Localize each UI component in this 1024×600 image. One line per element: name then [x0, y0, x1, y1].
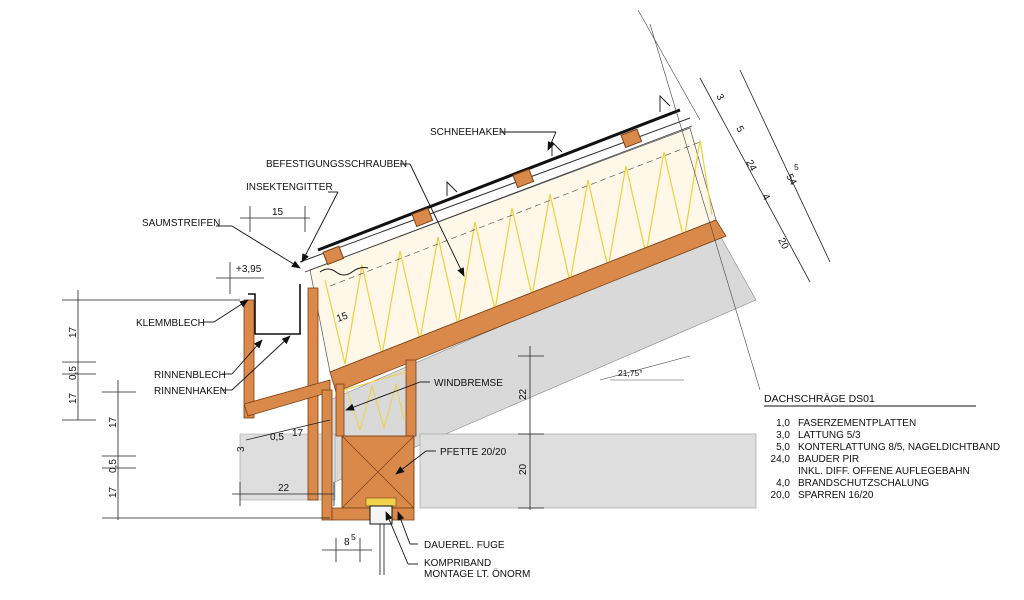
dim-22-h: 22 — [278, 483, 290, 494]
legend-layer: BAUDER PIR — [798, 454, 859, 465]
left-dim-0-5-bot: 0,5 — [108, 459, 119, 473]
legend-list: 1,0 FASERZEMENTPLATTEN 3,0 LATTUNG 5/3 5… — [771, 418, 1001, 501]
label-klemmblech: KLEMMBLECH — [136, 318, 205, 329]
dim-17: 17 — [292, 428, 304, 439]
wall-post — [405, 359, 417, 437]
gutter-sheet — [248, 284, 301, 335]
eave-post — [321, 389, 333, 521]
dim-22-v: 22 — [518, 388, 529, 400]
gutter-board-vertical — [243, 299, 255, 419]
legend-layer: SPARREN 16/20 — [798, 490, 874, 501]
slope-dim-total-sup: 5 — [794, 162, 799, 172]
label-insektengitter: INSEKTENGITTER — [246, 182, 333, 193]
roofing-sheet — [317, 108, 681, 252]
legend-thickness: 1,0 — [776, 418, 790, 429]
insect-mesh — [319, 267, 369, 276]
left-dim-17-top: 17 — [68, 326, 79, 338]
slope-dim-24: 24 — [743, 158, 758, 173]
label-befestigungsschrauben: BEFESTIGUNGSSCHRAUBEN — [266, 159, 407, 170]
label-schneehaken: SCHNEEHAKEN — [430, 127, 506, 138]
slope-dim-5: 5 — [733, 124, 746, 134]
legend-title: DACHSCHRÄGE DS01 — [764, 393, 875, 405]
dim-0-5: 0,5 — [270, 432, 284, 443]
label-rinnenhaken: RINNENHAKEN — [154, 386, 227, 397]
dim-8: 8 — [344, 537, 350, 548]
slope-dim-4: 4 — [759, 192, 772, 202]
dim-15-top: 15 — [272, 207, 284, 218]
label-rinnenblech: RINNENBLECH — [154, 370, 226, 381]
slope-dim-3: 3 — [713, 92, 726, 102]
insulation-zigzag — [324, 139, 713, 365]
wall-post-2 — [335, 383, 345, 437]
label-saumstreifen: SAUMSTREIFEN — [142, 218, 220, 229]
label-montage: MONTAGE LT. ÖNORM — [424, 568, 530, 580]
dim-angle: 21,75° — [618, 368, 643, 378]
label-kompriband: KOMPRIBAND — [424, 558, 491, 569]
left-dim-17b-top: 17 — [68, 392, 79, 404]
left-dim-0-5-top: 0,5 — [68, 366, 79, 380]
legend-layer: FASERZEMENTPLATTEN — [798, 418, 916, 429]
legend-layer: LATTUNG 5/3 — [798, 430, 861, 441]
legend-thickness: 4,0 — [776, 478, 790, 489]
legend-layer: KONTERLATTUNG 8/5, NAGELDICHTBAND — [798, 442, 1000, 453]
label-windbremse: WINDBREMSE — [434, 378, 503, 389]
wall-band — [419, 433, 757, 509]
legend-thickness: 24,0 — [771, 454, 791, 465]
legend-layer: BRANDSCHUTZSCHALUNG — [798, 478, 929, 489]
slope-dim-total: 54 — [783, 172, 798, 187]
dim-level: +3,95 — [236, 264, 262, 275]
label-pfette: PFETTE 20/20 — [440, 447, 507, 458]
dim-20-v: 20 — [518, 463, 529, 475]
legend-thickness: 5,0 — [776, 442, 790, 453]
dim-8-sup: 5 — [351, 532, 356, 542]
legend-layer: INKL. DIFF. OFFENE AUFLEGEBAHN — [798, 466, 970, 477]
kompriband — [365, 497, 397, 507]
dim-3-left: 3 — [236, 446, 247, 452]
label-dauerel-fuge: DAUEREL. FUGE — [424, 540, 505, 551]
dim-15-inner: 15 — [335, 310, 350, 324]
left-dim-17-bot: 17 — [108, 416, 119, 428]
slope-dim-20: 20 — [775, 236, 790, 251]
legend-thickness: 3,0 — [776, 430, 790, 441]
fire-board — [329, 219, 727, 393]
legend-thickness: 20,0 — [771, 490, 791, 501]
left-dim-17b-bot: 17 — [108, 486, 119, 498]
